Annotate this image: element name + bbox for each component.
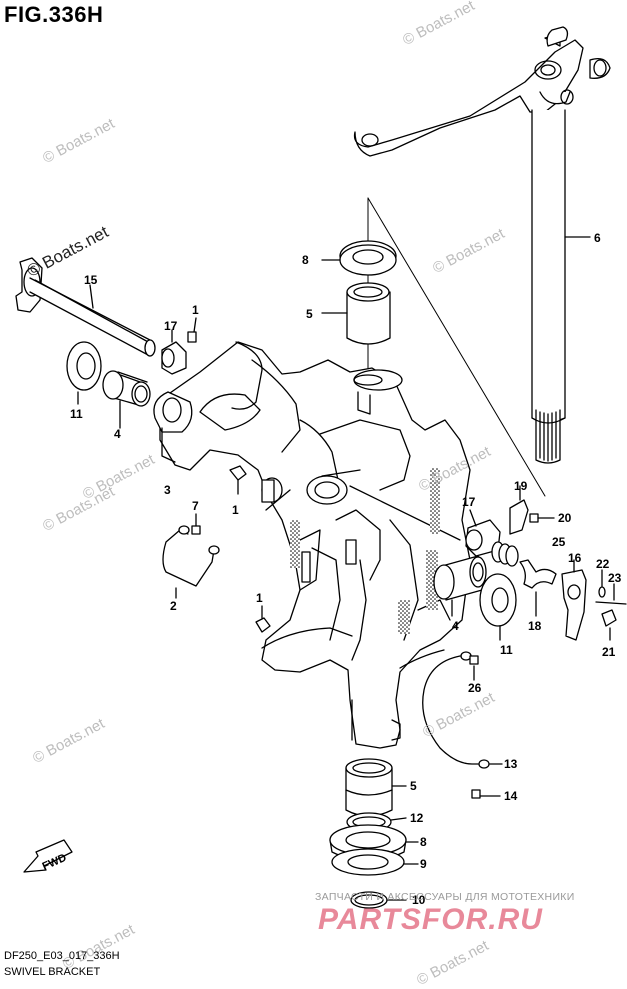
callout-label-3: 3 — [164, 483, 171, 497]
washer-part-22 — [598, 569, 606, 598]
figure-code: DF250_E03_017_336H — [4, 950, 120, 962]
callout-label-22: 22 — [596, 557, 610, 571]
bolt-part-20 — [529, 513, 555, 523]
washer-part-9 — [331, 848, 419, 876]
ground-wire-part-2 — [162, 525, 220, 599]
nut-part-21 — [601, 609, 617, 641]
shop-tagline: ЗАПЧАСТИ И АКСЕССУАРЫ ДЛЯ МОТОТЕХНИКИ — [315, 891, 575, 903]
bolt-part-7 — [191, 513, 201, 535]
lock-plate-part-19 — [509, 485, 529, 535]
callout-label-14: 14 — [504, 789, 518, 803]
callout-label-10: 10 — [412, 893, 426, 907]
callout-label-12: 12 — [410, 811, 424, 825]
bracket-part-16 — [561, 559, 587, 641]
callout-label-8: 8 — [420, 835, 427, 849]
grease-nipple-part-1-top — [187, 317, 197, 343]
grease-nipple-part-1-middle — [229, 465, 247, 495]
lever-part-18 — [519, 559, 557, 617]
bushing-part-17-left — [161, 329, 187, 375]
bracket-rib-hatch-upper — [430, 468, 440, 534]
callout-label-1: 1 — [256, 591, 263, 605]
washer-part-8-top — [321, 240, 397, 276]
thrust-washer-part-11-right — [479, 573, 517, 641]
callout-label-15: 15 — [84, 273, 98, 287]
pivot-shaft-part-15 — [15, 257, 156, 357]
figure-title: FIG.336H — [4, 2, 104, 27]
ring-part-10 — [350, 891, 407, 909]
callout-label-26: 26 — [468, 681, 482, 695]
callout-label-9: 9 — [420, 857, 427, 871]
callout-label-1: 1 — [232, 503, 239, 517]
callout-label-20: 20 — [558, 511, 572, 525]
callout-label-6: 6 — [594, 231, 601, 245]
bushing-part-4-left — [102, 370, 151, 429]
bolt-part-26 — [469, 655, 479, 681]
callout-label-7: 7 — [192, 499, 199, 513]
callout-label-17: 17 — [164, 319, 178, 333]
bushing-part-5-lower — [345, 758, 407, 817]
callout-label-8: 8 — [302, 253, 309, 267]
steering-shaft-part — [353, 26, 611, 464]
callout-label-2: 2 — [170, 599, 177, 613]
callout-label-5: 5 — [410, 779, 417, 793]
figure-caption: SWIVEL BRACKET — [4, 966, 101, 978]
callout-label-1: 1 — [192, 303, 199, 317]
thrust-washer-part-11-left — [66, 341, 102, 405]
callout-label-21: 21 — [602, 645, 616, 659]
ground-wire-part-13 — [422, 651, 503, 769]
callout-label-16: 16 — [568, 551, 582, 565]
pin-part-23 — [595, 583, 627, 605]
bracket-rib-hatch-lower — [398, 600, 410, 634]
callout-label-23: 23 — [608, 571, 622, 585]
shop-logo: PARTSFOR.RU — [318, 903, 543, 936]
bracket-rib-hatch-middle — [426, 550, 438, 610]
callout-label-5: 5 — [306, 307, 313, 321]
spring-part-25 — [491, 541, 519, 567]
swivel-bracket-body — [153, 341, 471, 749]
callout-label-4: 4 — [114, 427, 121, 441]
callout-label-19: 19 — [514, 479, 528, 493]
callout-label-18: 18 — [528, 619, 542, 633]
callout-label-11: 11 — [70, 407, 83, 421]
callout-label-4: 4 — [452, 619, 459, 633]
forward-arrow-icon — [23, 839, 73, 873]
bushing-part-5-top — [321, 282, 391, 345]
bracket-rib-hatch-left — [290, 520, 300, 568]
grease-nipple-part-1-lower — [255, 605, 271, 633]
bolt-part-14 — [471, 789, 501, 799]
callout-label-11: 11 — [500, 643, 513, 657]
callout-label-17: 17 — [462, 495, 476, 509]
callout-label-13: 13 — [504, 757, 518, 771]
callout-label-25: 25 — [552, 535, 566, 549]
